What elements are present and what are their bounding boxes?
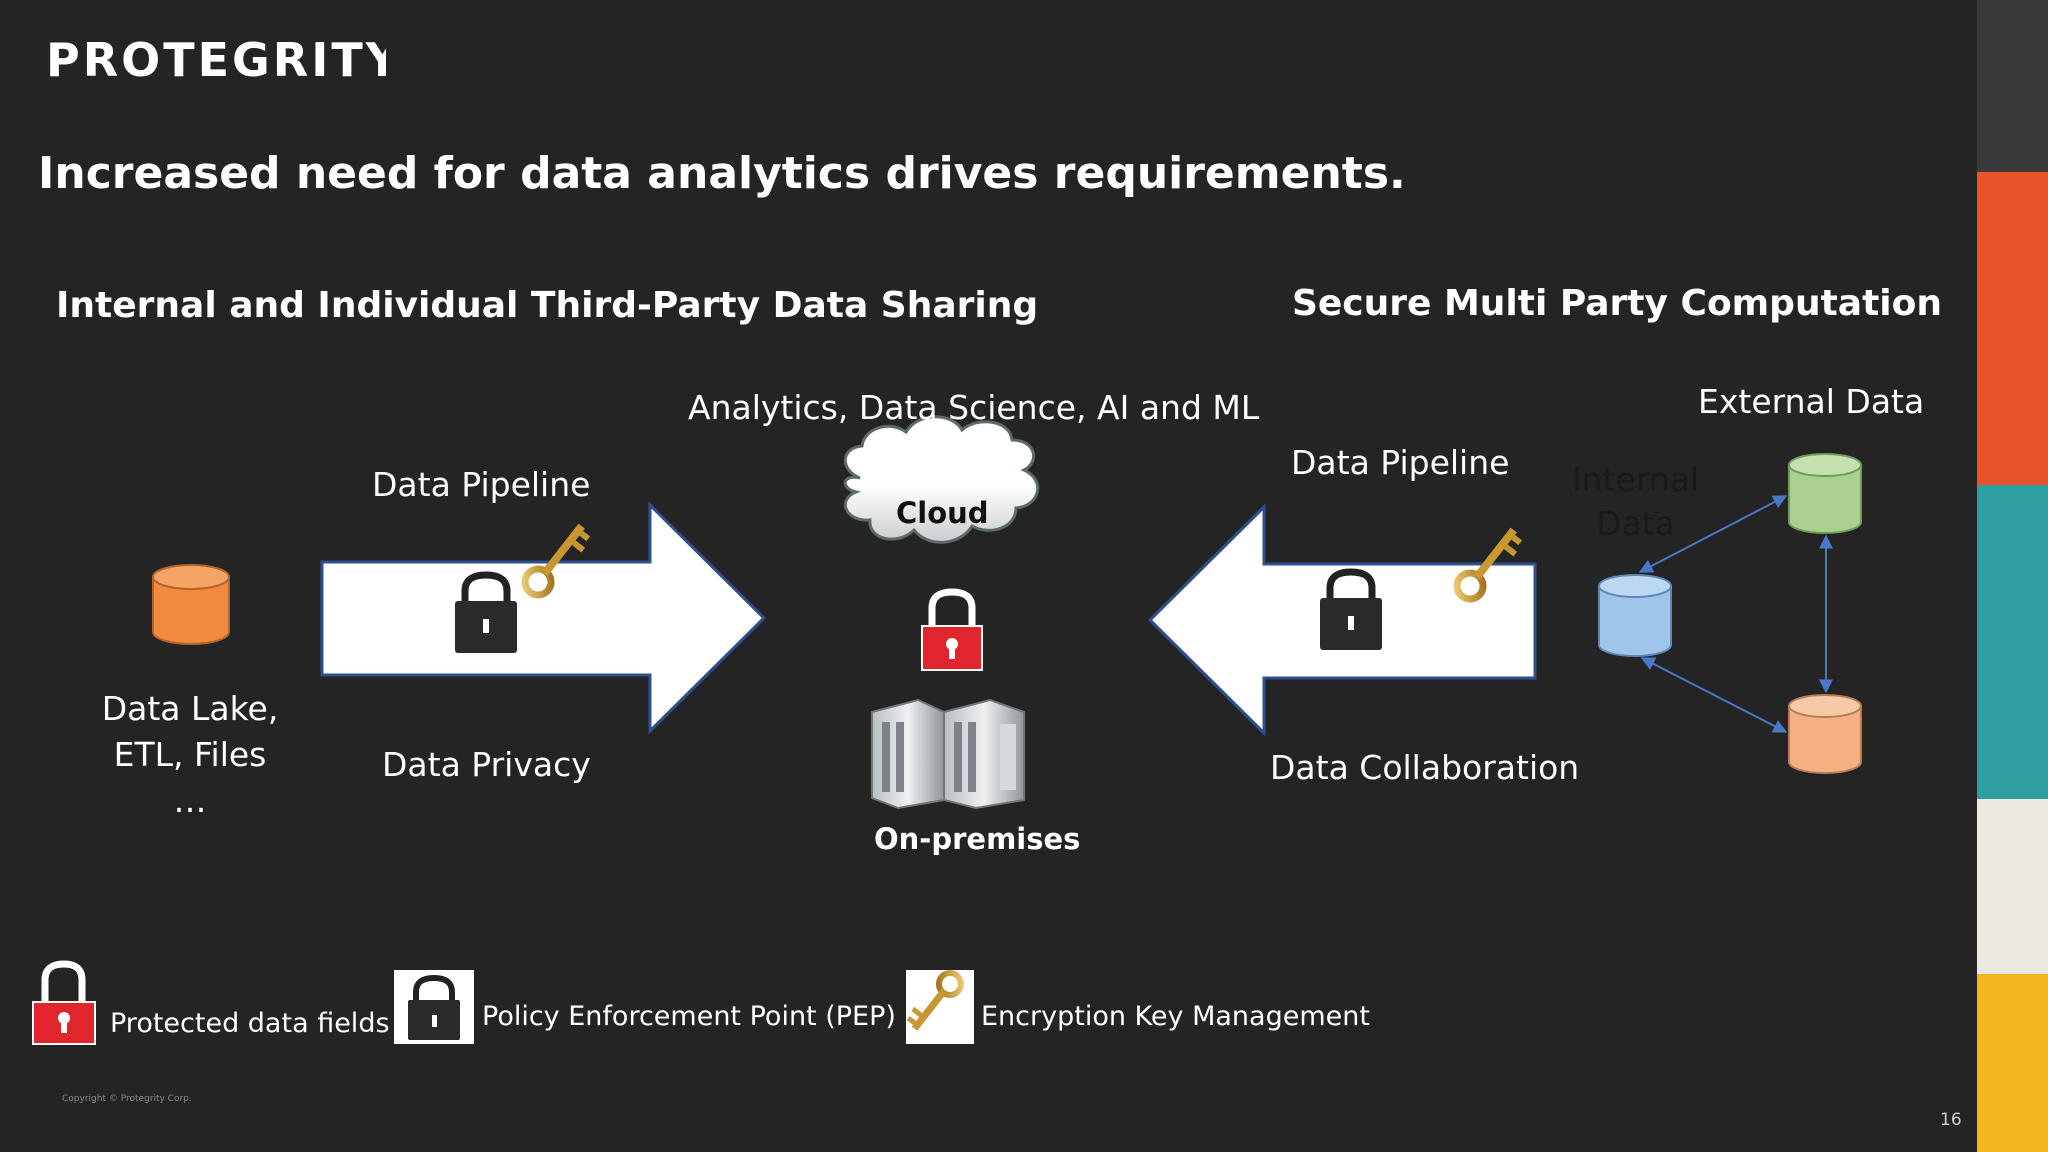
- cloud-icon: [843, 415, 1040, 544]
- left-privacy-label: Data Privacy: [382, 745, 591, 784]
- internal-data-line-1: Internal: [1571, 460, 1700, 499]
- protected-padlock-icon: [921, 588, 983, 671]
- legend-protected-padlock-icon: [32, 960, 96, 1045]
- legend-pep-padlock-icon: [394, 970, 474, 1044]
- logo-text: PROTEGRITY: [46, 33, 386, 86]
- internal-data-line-2: Data: [1596, 504, 1675, 543]
- data-lake-database-icon: [152, 564, 230, 645]
- external-database-icon: [1788, 453, 1862, 534]
- data-source-line-1: Data Lake,: [101, 689, 279, 728]
- padlock-icon: [455, 571, 517, 653]
- decorative-color-stripe: [1977, 0, 2048, 1152]
- cloud-label: Cloud: [896, 496, 989, 530]
- padlock-icon: [1320, 568, 1382, 650]
- collaboration-label: Data Collaboration: [1270, 748, 1580, 787]
- copyright-text: Copyright © Protegrity Corp.: [62, 1094, 192, 1104]
- onprem-label: On-premises: [874, 822, 1081, 856]
- legend-key-label: Encryption Key Management: [981, 1001, 1370, 1032]
- right-section-heading: Secure Multi Party Computation: [1291, 283, 1942, 324]
- server-icon: [871, 698, 1025, 810]
- key-icon: [1453, 527, 1523, 603]
- right-pipeline-label: Data Pipeline: [1291, 443, 1510, 482]
- legend-key-icon: [906, 970, 974, 1044]
- external-data-label: External Data: [1698, 382, 1925, 421]
- legend-protected-label: Protected data fields: [110, 1008, 390, 1039]
- left-pipeline-arrow: [320, 501, 767, 735]
- third-database-icon: [1788, 694, 1862, 774]
- mpc-network: [1598, 453, 1862, 774]
- internal-database-icon: [1598, 574, 1672, 657]
- page-number: 16: [1940, 1110, 1962, 1130]
- data-source-line-2: ETL, Files: [113, 735, 267, 774]
- data-source-line-3: …: [173, 781, 207, 820]
- protegrity-logo: PROTEGRITY: [46, 30, 399, 87]
- left-pipeline-label: Data Pipeline: [372, 465, 591, 504]
- data-source-label: Data Lake, ETL, Files …: [90, 686, 290, 824]
- analytics-label: Analytics, Data Science, AI and ML: [688, 388, 1260, 427]
- legend-pep-label: Policy Enforcement Point (PEP): [482, 1001, 896, 1032]
- key-icon: [521, 523, 591, 599]
- slide-title: Increased need for data analytics drives…: [38, 148, 1406, 199]
- internal-data-label: Internal Data: [1563, 458, 1708, 546]
- left-section-heading: Internal and Individual Third-Party Data…: [56, 285, 1039, 326]
